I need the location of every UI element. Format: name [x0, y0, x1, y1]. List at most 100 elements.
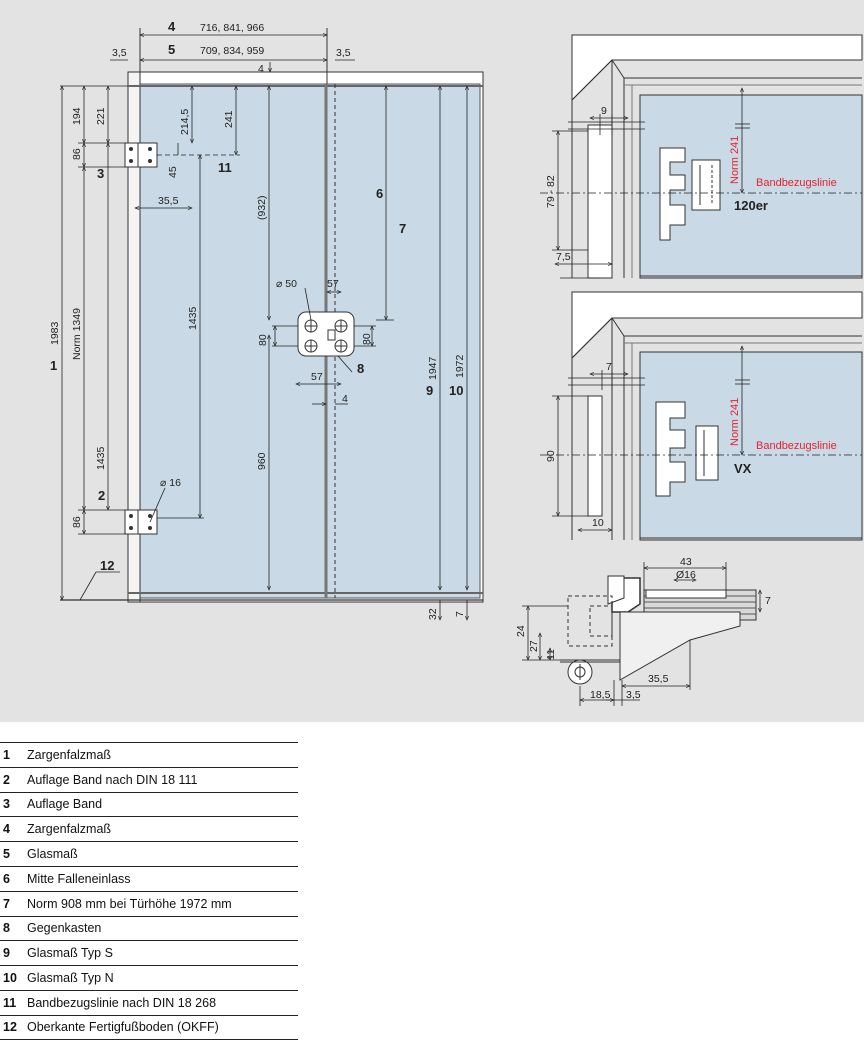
detail-vx-dims — [540, 346, 862, 530]
legend-text: Zargenfalzmaß — [27, 822, 112, 837]
dim-1947: 1947 — [427, 356, 439, 380]
technical-drawing: 4 716, 841, 966 5 709, 834, 959 3,5 3,5 … — [49, 19, 863, 706]
legend-num: 1 — [3, 747, 10, 762]
dim-80-right: 80 — [361, 333, 373, 345]
legend-num: 5 — [3, 847, 10, 862]
detail-vx — [571, 291, 863, 541]
dim-80-left: 80 — [257, 334, 269, 346]
legend-row: 10 Glasmaß Typ N — [0, 965, 298, 990]
legend-text: Glasmaß — [27, 847, 78, 862]
legend-num: 7 — [3, 896, 10, 911]
dim-90: 90 — [545, 450, 557, 462]
dim-86-bottom: 86 — [71, 516, 83, 528]
legend-num: 11 — [3, 995, 17, 1010]
dim-10: 10 — [592, 517, 604, 529]
dim-221: 221 — [95, 107, 107, 125]
dim-932: (932) — [256, 195, 268, 220]
dim-9: 9 — [601, 105, 607, 117]
dim-1972: 1972 — [454, 354, 466, 378]
dim-241: 241 — [223, 110, 235, 128]
legend-row: 2 Auflage Band nach DIN 18 111 — [0, 766, 298, 792]
detail-120er-dims — [540, 88, 862, 279]
callout-2: 2 — [98, 488, 105, 503]
dim-45: 45 — [167, 166, 179, 178]
callout-12: 12 — [100, 558, 114, 573]
legend-num: 3 — [3, 797, 10, 812]
callout-10: 10 — [449, 383, 463, 398]
norm-241-label: Norm 241 — [729, 136, 741, 184]
legend-text: Glasmaß Typ N — [27, 971, 114, 986]
dim-phi-16-section: Ø16 — [676, 569, 696, 581]
dim-57-top: 57 — [327, 278, 339, 290]
dim-960: 960 — [256, 452, 268, 470]
legend-row: 5 Glasmaß — [0, 841, 298, 866]
callout-3: 3 — [97, 166, 104, 181]
dim-86-top: 86 — [71, 148, 83, 160]
bandbezugslinie-label: Bandbezugslinie — [756, 177, 837, 189]
callout-9: 9 — [426, 383, 433, 398]
door-elevation — [60, 28, 484, 603]
legend-row: 1 Zargenfalzmaß — [0, 742, 298, 767]
legend-text: Mitte Falleneinlass — [27, 871, 131, 886]
legend-num: 10 — [3, 971, 17, 986]
legend-row: 9 Glasmaß Typ S — [0, 940, 298, 965]
hinge-bottom — [124, 509, 158, 535]
dim-32: 32 — [427, 608, 439, 620]
dim-phi-50: ⌀ 50 — [276, 278, 297, 290]
bandbezugslinie-vx-label: Bandbezugslinie — [756, 440, 837, 452]
detail-120er-title: 120er — [734, 198, 768, 213]
legend-text: Glasmaß Typ S — [27, 946, 113, 961]
section-dims — [522, 562, 760, 706]
callout-7: 7 — [399, 221, 406, 236]
callout-11: 11 — [218, 160, 232, 175]
callout-4: 4 — [168, 19, 176, 34]
callout-6: 6 — [376, 186, 383, 201]
norm-241-vx-label: Norm 241 — [729, 398, 741, 446]
lock-case — [297, 311, 355, 357]
dim-7-5: 7,5 — [556, 251, 571, 263]
dim-3-5-right: 3,5 — [336, 47, 351, 59]
dim-7-section: 7 — [765, 595, 771, 607]
legend-num: 6 — [3, 871, 10, 886]
legend-num: 12 — [3, 1020, 17, 1035]
legend-text: Bandbezugslinie nach DIN 18 268 — [27, 995, 217, 1010]
callout-5: 5 — [168, 42, 175, 57]
legend-num: 4 — [3, 822, 10, 837]
dim-716: 716, 841, 966 — [200, 22, 264, 34]
hinge-top — [124, 142, 158, 168]
dimension-lines — [60, 35, 467, 620]
legend-row: 12 Oberkante Fertigfußboden (OKFF) — [0, 1014, 298, 1040]
dim-35-5: 35,5 — [158, 195, 179, 207]
dim-27: 27 — [528, 640, 540, 652]
dim-18-5: 18,5 — [590, 689, 611, 701]
dim-4-top: 4 — [258, 63, 264, 75]
dim-11: 11 — [545, 649, 557, 660]
dim-35-5-section: 35,5 — [648, 673, 669, 685]
dim-24: 24 — [515, 625, 527, 637]
legend-text: Auflage Band nach DIN 18 111 — [27, 772, 198, 787]
dim-1435-left: 1435 — [95, 446, 107, 470]
legend-row: 4 Zargenfalzmaß — [0, 816, 298, 841]
dim-7-bottom: 7 — [454, 611, 466, 617]
dim-194: 194 — [71, 107, 83, 125]
legend-row: 6 Mitte Falleneinlass — [0, 865, 298, 891]
legend-row: 7 Norm 908 mm bei Türhöhe 1972 mm — [0, 890, 298, 916]
callout-8: 8 — [357, 361, 364, 376]
drawing-panel: 4 716, 841, 966 5 709, 834, 959 3,5 3,5 … — [0, 0, 864, 722]
legend-text: Gegenkasten — [27, 921, 102, 936]
legend-num: 2 — [3, 772, 10, 787]
legend-text: Zargenfalzmaß — [27, 747, 112, 762]
dim-709: 709, 834, 959 — [200, 45, 264, 57]
legend-num: 9 — [3, 946, 10, 961]
dim-3-5-section: 3,5 — [626, 689, 641, 701]
dim-1983: 1983 — [49, 321, 61, 345]
dim-phi-16: ⌀ 16 — [160, 477, 181, 489]
legend-text: Norm 908 mm bei Türhöhe 1972 mm — [27, 896, 232, 911]
legend-row: 11 Bandbezugslinie nach DIN 18 268 — [0, 989, 298, 1015]
legend-text: Oberkante Fertigfußboden (OKFF) — [27, 1020, 219, 1035]
dim-79-82: 79 - 82 — [545, 175, 557, 208]
dim-4-lock: 4 — [342, 393, 348, 405]
